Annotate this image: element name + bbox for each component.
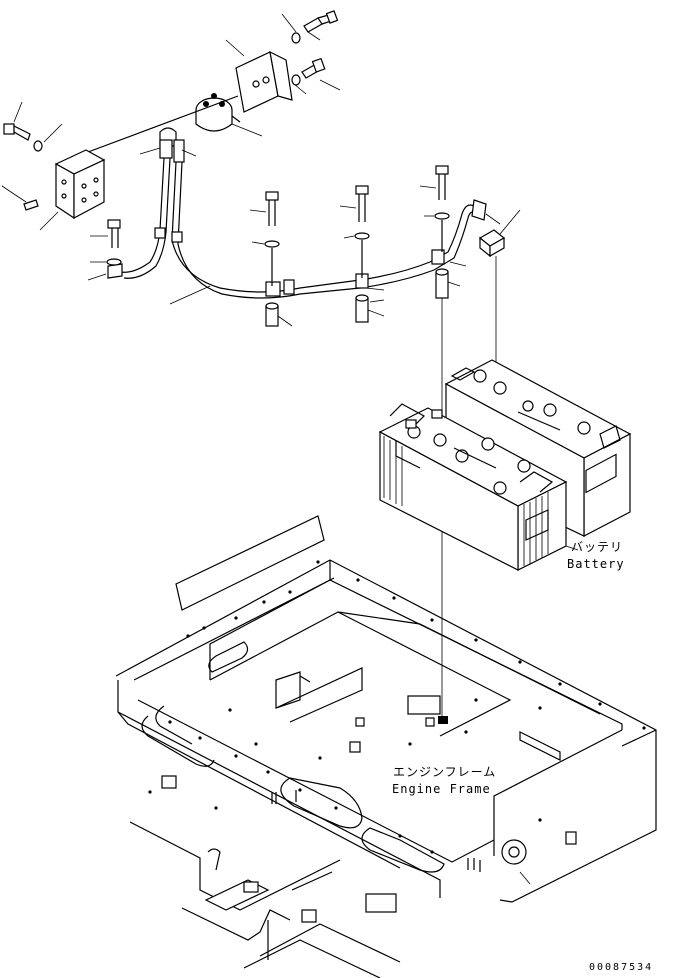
mount-line [71, 95, 239, 159]
battery-label-jp: バッテリ [571, 540, 624, 554]
battery-label-en: Battery [567, 557, 625, 571]
relay-bracket-group [225, 10, 341, 113]
battery-icon [378, 403, 568, 571]
bolt-icon [301, 57, 326, 79]
bolt-icon [303, 10, 339, 33]
cable-icon [107, 127, 501, 305]
washer-icon [434, 212, 450, 220]
spacer [355, 294, 385, 323]
bolt-icon [419, 165, 449, 200]
bolt-icon [90, 219, 121, 248]
washer-icon [354, 232, 370, 240]
washer-icon [264, 240, 280, 248]
relay-box [39, 149, 106, 231]
drawing-number: 00087534 [589, 962, 654, 973]
bolt-icon [249, 191, 279, 226]
bolt-icon [3, 101, 63, 152]
washer-icon [106, 258, 122, 266]
spacer [265, 302, 293, 327]
engine-frame-icon [115, 515, 657, 978]
engine-frame-label-en: Engine Frame [392, 782, 491, 796]
bolt-icon [339, 185, 369, 222]
spacer [435, 268, 461, 299]
battery-relay-icon [195, 93, 263, 137]
bolt-icon [1, 185, 39, 211]
engine-frame-label-jp: エンジンフレーム [393, 765, 497, 779]
terminal-cover [478, 209, 521, 258]
washer-icon [291, 74, 301, 86]
washer-icon [291, 32, 301, 44]
